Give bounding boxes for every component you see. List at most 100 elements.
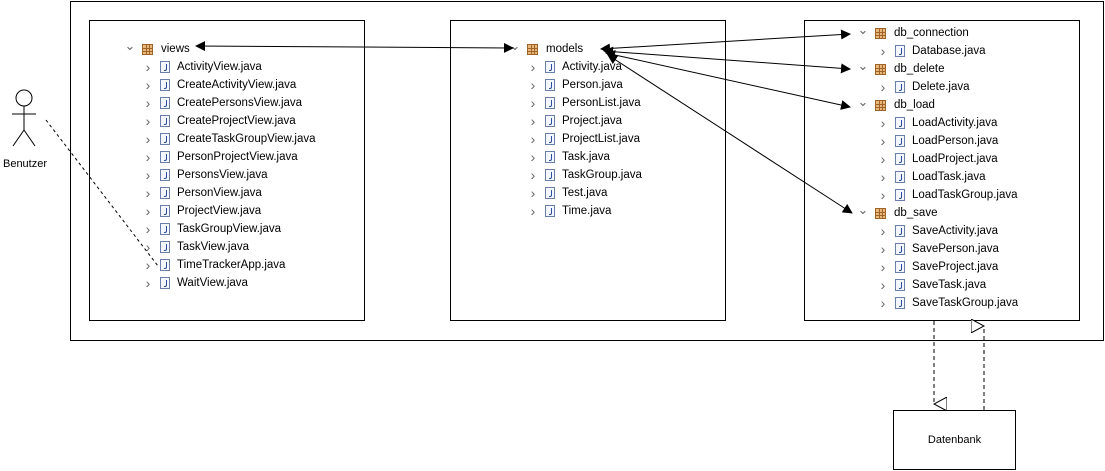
- java-file-icon: [545, 97, 555, 109]
- file-savetaskgroup[interactable]: › SaveTaskGroup.java: [877, 294, 1018, 312]
- chevron-right-icon[interactable]: ›: [880, 43, 886, 59]
- file-createactivityview[interactable]: › CreateActivityView.java: [142, 76, 297, 94]
- chevron-right-icon[interactable]: ›: [145, 239, 151, 255]
- file-time[interactable]: ›Time.java: [527, 202, 612, 220]
- chevron-right-icon[interactable]: ›: [145, 221, 151, 237]
- chevron-right-icon[interactable]: ›: [530, 203, 536, 219]
- file-personview[interactable]: › PersonView.java: [142, 184, 262, 202]
- chevron-down-icon[interactable]: ⌄: [857, 94, 869, 109]
- chevron-right-icon[interactable]: ›: [880, 169, 886, 185]
- file-database[interactable]: › Database.java: [877, 42, 986, 60]
- file-saveproject[interactable]: ›SaveProject.java: [877, 258, 999, 276]
- chevron-right-icon[interactable]: ›: [530, 185, 536, 201]
- chevron-right-icon[interactable]: ›: [145, 185, 151, 201]
- package-label: db_connection: [894, 27, 969, 39]
- package-db-delete[interactable]: ⌄db_delete: [857, 58, 945, 78]
- file-label: PersonView.java: [177, 187, 262, 199]
- file-task[interactable]: ›Task.java: [527, 148, 610, 166]
- chevron-right-icon[interactable]: ›: [530, 149, 536, 165]
- views-models-connector: [195, 41, 514, 53]
- file-delete[interactable]: ›Delete.java: [877, 78, 970, 96]
- java-file-icon: [895, 243, 905, 255]
- java-file-icon: [160, 61, 170, 73]
- java-file-icon: [895, 279, 905, 291]
- package-models[interactable]: ⌄models: [509, 38, 584, 58]
- chevron-right-icon[interactable]: ›: [880, 259, 886, 275]
- file-loadtaskgroup[interactable]: ›LoadTaskGroup.java: [877, 186, 1018, 204]
- file-label: TimeTrackerApp.java: [177, 259, 286, 271]
- file-label: CreateActivityView.java: [177, 79, 297, 91]
- file-label: Project.java: [562, 115, 623, 127]
- chevron-right-icon[interactable]: ›: [145, 149, 151, 165]
- file-timetrackerapp[interactable]: › TimeTrackerApp.java: [142, 256, 286, 274]
- file-project[interactable]: › Project.java: [527, 112, 622, 130]
- file-label: SaveTask.java: [912, 279, 987, 291]
- chevron-right-icon[interactable]: ›: [530, 113, 536, 129]
- file-taskview[interactable]: ›TaskView.java: [142, 238, 249, 256]
- chevron-right-icon[interactable]: ›: [880, 295, 886, 311]
- chevron-right-icon[interactable]: ›: [530, 59, 536, 75]
- chevron-right-icon[interactable]: ›: [145, 59, 151, 75]
- package-views[interactable]: ⌄ views: [124, 38, 190, 58]
- chevron-down-icon[interactable]: ⌄: [857, 22, 869, 37]
- chevron-right-icon[interactable]: ›: [880, 115, 886, 131]
- chevron-right-icon[interactable]: ›: [880, 223, 886, 239]
- file-waitview[interactable]: ›WaitView.java: [142, 274, 248, 292]
- file-personsview[interactable]: ›PersonsView.java: [142, 166, 268, 184]
- file-test[interactable]: ›Test.java: [527, 184, 608, 202]
- file-label: LoadActivity.java: [912, 117, 998, 129]
- file-savetask[interactable]: › SaveTask.java: [877, 276, 987, 294]
- chevron-right-icon[interactable]: ›: [530, 131, 536, 147]
- chevron-down-icon[interactable]: ⌄: [124, 38, 136, 53]
- package-db-save[interactable]: ⌄db_save: [857, 202, 938, 222]
- chevron-right-icon[interactable]: ›: [145, 113, 151, 129]
- chevron-right-icon[interactable]: ›: [145, 167, 151, 183]
- chevron-right-icon[interactable]: ›: [145, 203, 151, 219]
- package-label: views: [161, 43, 190, 55]
- file-loadactivity[interactable]: › LoadActivity.java: [877, 114, 998, 132]
- file-label: SaveTaskGroup.java: [912, 297, 1019, 309]
- java-file-icon: [160, 223, 170, 235]
- file-saveperson[interactable]: ›SavePerson.java: [877, 240, 999, 258]
- file-projectview[interactable]: › ProjectView.java: [142, 202, 262, 220]
- chevron-down-icon[interactable]: ⌄: [509, 38, 521, 53]
- file-label: Database.java: [912, 45, 986, 57]
- package-db-load[interactable]: ⌄ db_load: [857, 94, 935, 114]
- chevron-right-icon[interactable]: ›: [530, 167, 536, 183]
- package-icon: [142, 43, 153, 55]
- chevron-right-icon[interactable]: ›: [880, 151, 886, 167]
- chevron-right-icon[interactable]: ›: [145, 95, 151, 111]
- chevron-right-icon[interactable]: ›: [145, 131, 151, 147]
- chevron-down-icon[interactable]: ⌄: [857, 202, 869, 217]
- chevron-right-icon[interactable]: ›: [880, 133, 886, 149]
- chevron-right-icon[interactable]: ›: [880, 241, 886, 257]
- file-label: CreatePersonsView.java: [177, 97, 303, 109]
- file-loadproject[interactable]: ›LoadProject.java: [877, 150, 998, 168]
- file-saveactivity[interactable]: ›SaveActivity.java: [877, 222, 998, 240]
- chevron-right-icon[interactable]: ›: [145, 77, 151, 93]
- chevron-right-icon[interactable]: ›: [530, 95, 536, 111]
- chevron-right-icon[interactable]: ›: [145, 257, 151, 273]
- chevron-right-icon[interactable]: ›: [530, 77, 536, 93]
- file-createtaskgroupview[interactable]: ›CreateTaskGroupView.java: [142, 130, 316, 148]
- file-activityview[interactable]: ›ActivityView.java: [142, 58, 262, 76]
- file-taskgroupview[interactable]: ›TaskGroupView.java: [142, 220, 281, 238]
- file-label: ProjectView.java: [177, 205, 262, 217]
- java-file-icon: [895, 225, 905, 237]
- chevron-down-icon[interactable]: ⌄: [857, 58, 869, 73]
- chevron-right-icon[interactable]: ›: [880, 187, 886, 203]
- java-file-icon: [545, 169, 555, 181]
- datenbank-box: Datenbank: [893, 410, 1016, 470]
- file-createpersonsview[interactable]: › CreatePersonsView.java: [142, 94, 302, 112]
- chevron-right-icon[interactable]: ›: [880, 277, 886, 293]
- file-personprojectview[interactable]: ›PersonProjectView.java: [142, 148, 298, 166]
- file-loadperson[interactable]: ›LoadPerson.java: [877, 132, 999, 150]
- chevron-right-icon[interactable]: ›: [880, 79, 886, 95]
- file-createprojectview[interactable]: ›CreateProjectView.java: [142, 112, 296, 130]
- file-loadtask[interactable]: ›LoadTask.java: [877, 168, 986, 186]
- chevron-right-icon[interactable]: ›: [145, 275, 151, 291]
- java-file-icon: [895, 135, 905, 147]
- package-label: db_load: [894, 99, 935, 111]
- package-db-connection[interactable]: ⌄ db_connection: [857, 22, 969, 42]
